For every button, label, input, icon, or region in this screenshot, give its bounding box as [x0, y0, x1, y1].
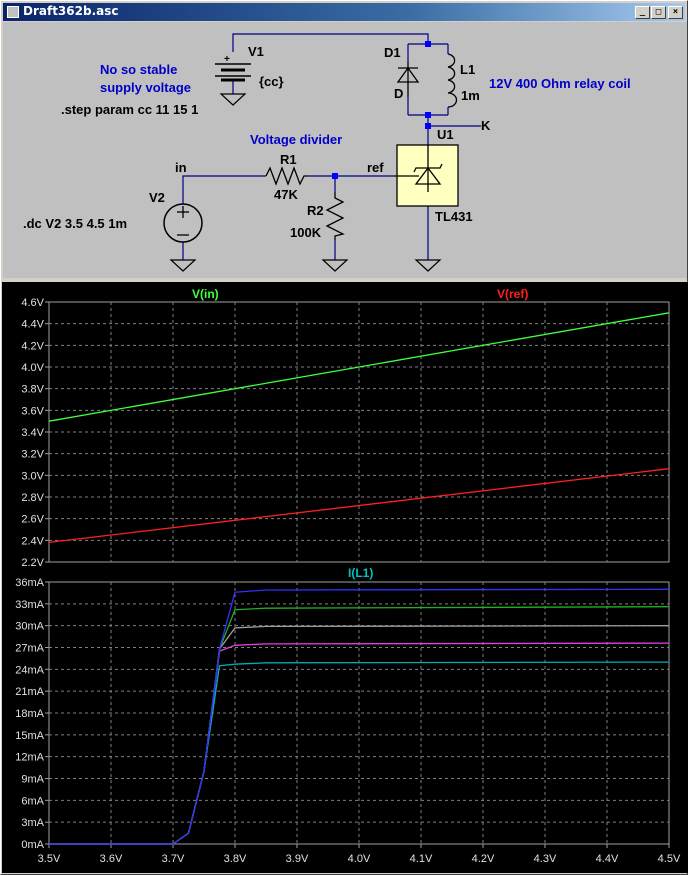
title-bar[interactable]: Draft362b.asc _ □ ×: [3, 3, 685, 21]
note-relay: 12V 400 Ohm relay coil: [489, 76, 631, 91]
y-tick-label: 12mA: [15, 752, 44, 764]
x-axis-ticks: 3.5V 3.6V 3.7V 3.8V 3.9V 4.0V 4.1V 4.2V 4.3V 4.4V…: [38, 844, 681, 865]
label-r2-value: 100K: [290, 225, 322, 240]
voltage-source-v2-symbol: [163, 200, 203, 243]
y-tick-label: 24mA: [15, 664, 44, 676]
tl431-u1-symbol: [393, 144, 459, 207]
net-label-in: in: [175, 160, 187, 175]
label-r2: R2: [307, 203, 324, 218]
diode-d1-symbol: [396, 62, 420, 97]
window-title: Draft362b.asc: [23, 4, 119, 18]
net-label-ref: ref: [367, 160, 384, 175]
close-button[interactable]: ×: [668, 6, 683, 19]
label-d1: D1: [384, 45, 401, 60]
note-supply-1: No so stable: [100, 62, 177, 77]
y-tick-label: 36mA: [15, 577, 44, 589]
label-k: K: [481, 118, 491, 133]
y-tick-label: 30mA: [15, 621, 44, 633]
current-pane[interactable]: 0mA 3mA 6mA 9mA 12mA 15mA 18mA 21mA 24mA 27mA 30mA…: [15, 566, 681, 865]
y-tick-label: 18mA: [15, 708, 44, 720]
x-tick-label: 4.5V: [658, 853, 681, 865]
x-tick-label: 3.7V: [162, 853, 185, 865]
label-r1: R1: [280, 152, 297, 167]
label-r1-value: 47K: [274, 187, 298, 202]
y-tick-label: 2.6V: [21, 514, 44, 526]
y-tick-label: 2.8V: [21, 492, 44, 504]
label-u1: U1: [437, 127, 454, 142]
y-tick-label: 2.4V: [21, 535, 44, 547]
inductor-l1-symbol: [447, 53, 458, 108]
voltage-pane-grid: [49, 302, 669, 562]
x-tick-label: 3.8V: [224, 853, 247, 865]
y-tick-label: 2.2V: [21, 557, 44, 569]
label-cc: {cc}: [259, 74, 284, 89]
y-tick-label: 3.8V: [21, 384, 44, 396]
resistor-r1-symbol: [265, 166, 308, 186]
y-tick-label: 21mA: [15, 686, 44, 698]
directive-dc: .dc V2 3.5 4.5 1m: [23, 216, 127, 231]
y-tick-label: 27mA: [15, 643, 44, 655]
label-tl431: TL431: [435, 209, 473, 224]
label-v1: V1: [248, 44, 264, 59]
ground-symbols: [169, 93, 442, 272]
y-tick-label: 4.6V: [21, 297, 44, 309]
legend-vref[interactable]: V(ref): [497, 287, 528, 301]
minimize-button[interactable]: _: [635, 6, 650, 19]
legend-vin[interactable]: V(in): [192, 287, 219, 301]
x-tick-label: 4.3V: [534, 853, 557, 865]
plot-background: [2, 282, 688, 873]
x-tick-label: 4.4V: [596, 853, 619, 865]
trace-0-1[interactable]: [48, 468, 670, 544]
label-plus: +: [224, 54, 230, 65]
x-tick-label: 3.9V: [286, 853, 309, 865]
directive-step: .step param cc 11 15 1: [61, 102, 198, 117]
trace-0-0[interactable]: [48, 312, 670, 422]
y-tick-label: 4.0V: [21, 362, 44, 374]
y-tick-label: 15mA: [15, 730, 44, 742]
junction-dots: [332, 41, 431, 179]
y-tick-label: 4.4V: [21, 319, 44, 331]
label-l1-value: 1m: [461, 88, 480, 103]
legend-il1[interactable]: I(L1): [348, 566, 373, 580]
y-tick-label: 3.0V: [21, 470, 44, 482]
schematic-file-icon: [7, 6, 19, 18]
y-tick-label: 3.6V: [21, 405, 44, 417]
note-supply-2: supply voltage: [100, 80, 191, 95]
x-tick-label: 4.2V: [472, 853, 495, 865]
battery-v1-symbol: [215, 63, 251, 82]
voltage-pane-traces: [48, 312, 670, 544]
voltage-pane-yticks: 2.2V 2.4V 2.6V 2.8V 3.0V 3.2V 3.4V 3.6V 3.8V 4.0V…: [21, 297, 49, 569]
note-divider: Voltage divider: [250, 132, 342, 147]
y-tick-label: 3.2V: [21, 449, 44, 461]
current-pane-yticks: 0mA 3mA 6mA 9mA 12mA 15mA 18mA 21mA 24mA 27mA 30mA…: [15, 577, 49, 851]
label-v2: V2: [149, 190, 165, 205]
trace-1-4[interactable]: [49, 588, 670, 845]
y-tick-label: 0mA: [21, 839, 44, 851]
waveform-viewer[interactable]: 2.2V 2.4V 2.6V 2.8V 3.0V 3.2V 3.4V 3.6V 3.8V 4.0V…: [2, 282, 688, 873]
y-tick-label: 33mA: [15, 599, 44, 611]
y-tick-label: 3mA: [21, 817, 44, 829]
x-tick-label: 3.6V: [100, 853, 123, 865]
current-pane-traces: [49, 588, 670, 845]
maximize-button[interactable]: □: [651, 6, 666, 19]
x-tick-label: 4.1V: [410, 853, 433, 865]
label-l1: L1: [460, 62, 475, 77]
y-tick-label: 4.2V: [21, 340, 44, 352]
resistor-r2-symbol: [325, 192, 345, 240]
label-d: D: [394, 86, 403, 101]
y-tick-label: 6mA: [21, 795, 44, 807]
voltage-pane[interactable]: 2.2V 2.4V 2.6V 2.8V 3.0V 3.2V 3.4V 3.6V 3.8V 4.0V…: [21, 287, 670, 569]
y-tick-label: 9mA: [21, 774, 44, 786]
y-tick-label: 3.4V: [21, 427, 44, 439]
x-tick-label: 4.0V: [348, 853, 371, 865]
schematic-background: [3, 22, 687, 278]
x-tick-label: 3.5V: [38, 853, 61, 865]
schematic-canvas[interactable]: V1 + {cc} No so stable supply voltage .s…: [3, 22, 687, 278]
